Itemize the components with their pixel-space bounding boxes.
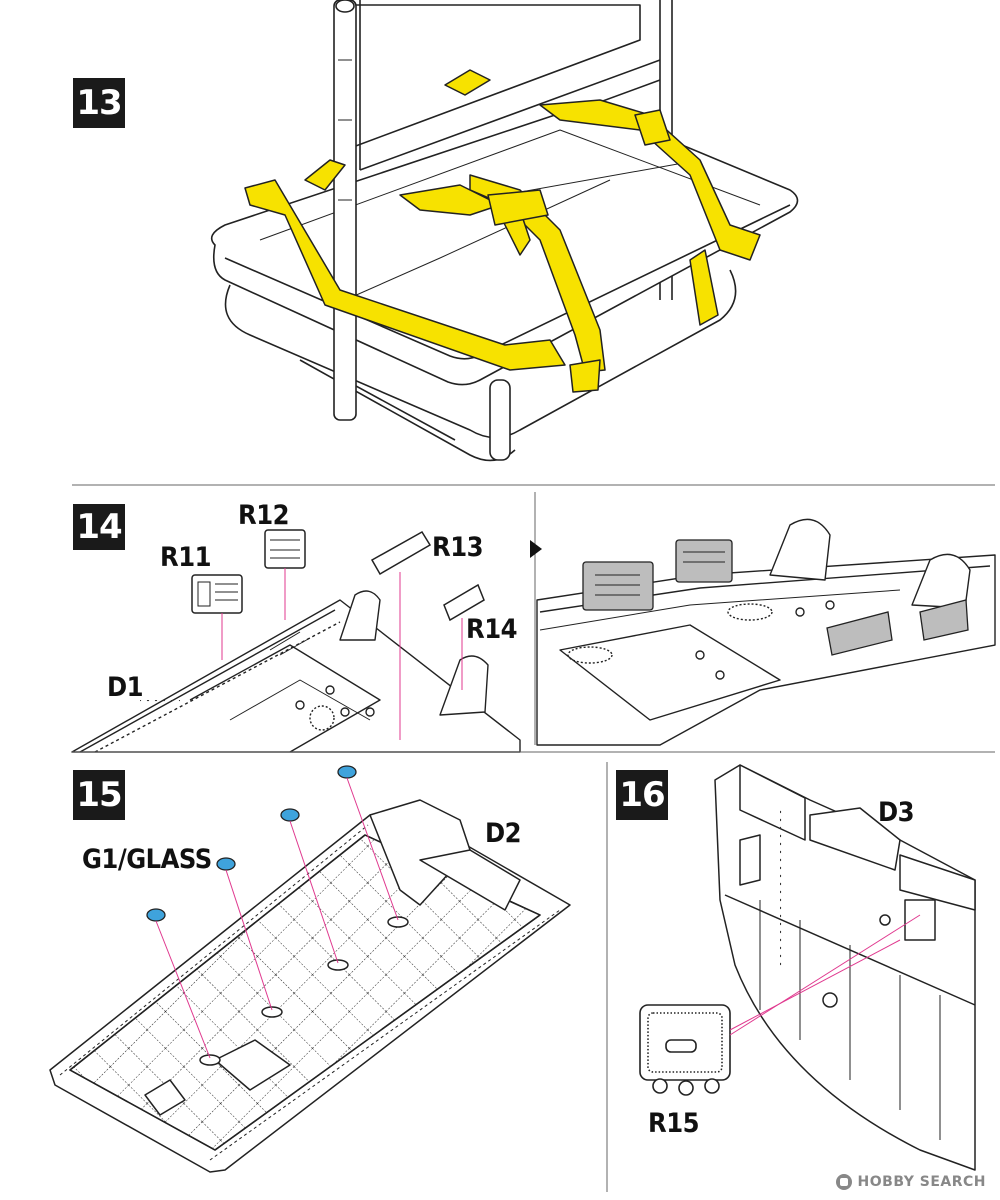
part-label-d2: D2 [485, 818, 522, 849]
watermark-text: HOBBY SEARCH [857, 1174, 986, 1190]
step14-leader-lines [221, 568, 463, 740]
part-label-r15: R15 [648, 1108, 700, 1139]
part-label-r12: R12 [238, 500, 290, 531]
step13-harness-straps [244, 69, 761, 393]
step14-panel-d1 [71, 590, 521, 753]
step-number-13: 13 [73, 78, 125, 128]
part-label-r11: R11 [160, 542, 212, 573]
step16-part-r15 [639, 1004, 731, 1096]
step14-arrow-icon [530, 540, 542, 558]
step16-leader-lines [729, 914, 921, 1036]
step-number-16: 16 [616, 770, 668, 820]
step16-panel-d3 [714, 764, 976, 1171]
step-number-14: 14 [73, 504, 125, 550]
part-label-r13: R13 [432, 532, 484, 563]
part-label-d3: D3 [878, 797, 915, 828]
step14-parts [191, 529, 485, 622]
step15-floor-d2 [49, 799, 571, 1173]
watermark: HOBBY SEARCH [835, 1174, 986, 1190]
step15-leader-lines [155, 777, 399, 1059]
part-label-r14: R14 [466, 614, 518, 645]
step15-glass-parts [146, 765, 357, 922]
step14-installed-parts [582, 539, 969, 656]
part-label-d1: D1 [107, 672, 144, 703]
step-number-15: 15 [73, 770, 125, 820]
hobby-search-logo-icon [835, 1174, 852, 1190]
part-label-g1-glass: G1/GLASS [82, 844, 212, 875]
